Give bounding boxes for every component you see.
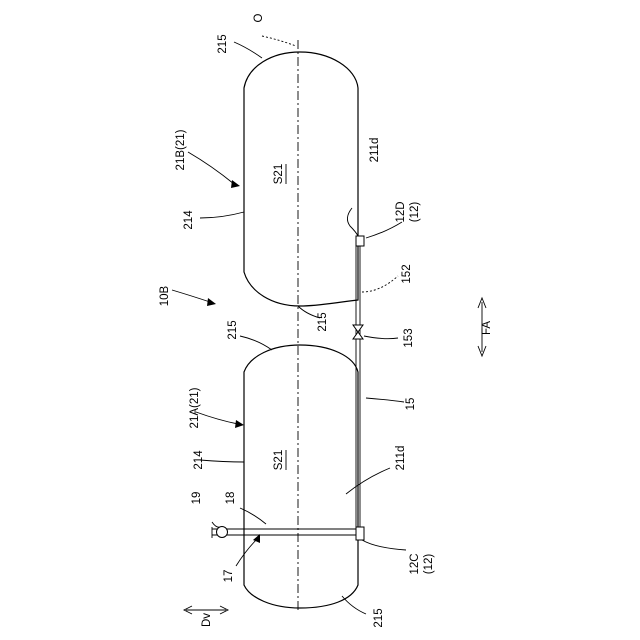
- label-12d: 12D: [395, 201, 407, 222]
- leader-21b: [188, 152, 234, 184]
- leader-211d-a: [346, 468, 390, 494]
- label-152: 152: [401, 264, 413, 283]
- label-211d-a: 211d: [395, 446, 407, 471]
- label-12d-sub: (12): [409, 202, 421, 223]
- label-215-a-bottom: 215: [373, 608, 385, 627]
- label-153: 153: [403, 328, 415, 347]
- port-12d: [356, 236, 364, 246]
- label-axis-o: O: [253, 13, 265, 22]
- valve-153-top: [353, 325, 363, 332]
- axis-o-leader: [262, 36, 296, 46]
- label-214-b: 214: [183, 210, 195, 230]
- label-211d-b: 211d: [369, 138, 381, 163]
- leader-215-b-top: [234, 42, 262, 58]
- leader-152: [362, 276, 398, 292]
- leader-214-b: [200, 212, 244, 218]
- leader-12d: [366, 222, 402, 238]
- label-12c-sub: (12): [423, 554, 435, 575]
- label-215-a-top: 215: [227, 320, 239, 339]
- leader-153: [364, 336, 398, 339]
- leader-10b: [172, 290, 210, 302]
- label-tank-21a: 21A(21): [189, 387, 201, 428]
- port-12c: [356, 527, 364, 540]
- arrow-21b: [231, 180, 240, 188]
- leader-12c: [362, 540, 406, 550]
- leader-17: [236, 538, 258, 566]
- valve-19: [217, 527, 228, 538]
- label-18: 18: [225, 492, 237, 505]
- label-s21-a: S21: [273, 450, 285, 470]
- label-17: 17: [223, 570, 235, 583]
- tank-21a-outline: [244, 345, 358, 608]
- leader-21a: [196, 412, 238, 424]
- arrow-10b: [207, 298, 216, 306]
- label-214-a: 214: [193, 450, 205, 470]
- label-fa: FA: [481, 321, 493, 335]
- label-215-b-bottom: 215: [317, 312, 329, 331]
- leader-19: [212, 522, 220, 527]
- label-dv: Dv: [201, 613, 213, 627]
- tank-21b-outline: [244, 52, 358, 306]
- label-12c: 12C: [409, 553, 421, 574]
- label-215-b-top: 215: [217, 34, 229, 53]
- leader-211d-b: [347, 208, 358, 236]
- valve-153-bottom: [353, 332, 363, 339]
- leader-15: [366, 398, 404, 402]
- leader-215-a-top: [240, 336, 272, 350]
- label-19: 19: [191, 492, 203, 505]
- arrow-21a: [235, 420, 244, 428]
- label-10b: 10B: [159, 285, 171, 306]
- label-s21-b: S21: [273, 164, 285, 184]
- leader-214-a: [200, 460, 244, 462]
- label-15: 15: [405, 398, 417, 411]
- label-tank-21b: 21B(21): [175, 129, 187, 170]
